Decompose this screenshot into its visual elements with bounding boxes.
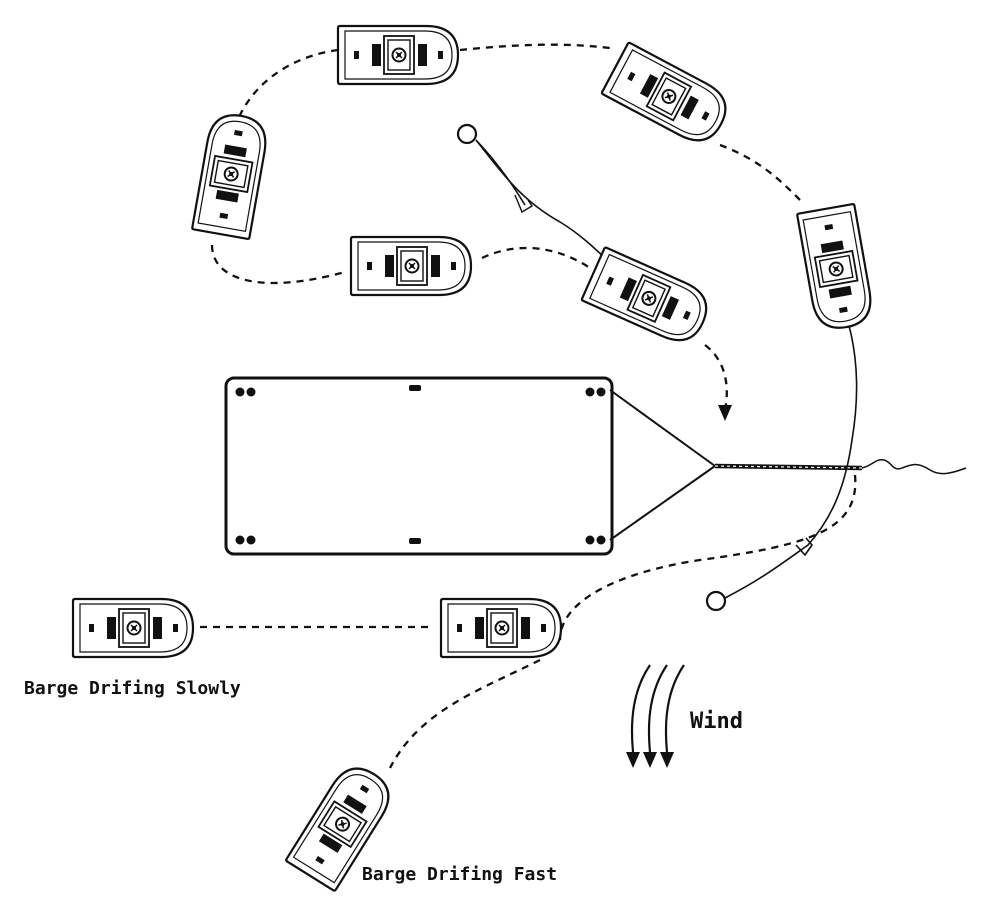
wind-arrows-icon: [630, 664, 685, 753]
boat-icon: [600, 41, 736, 151]
boat-icon: [439, 597, 563, 659]
anchor-ring-icon: [456, 123, 478, 145]
boat-icon: [349, 235, 473, 297]
upper-route-path: [210, 43, 801, 285]
barge-drifting-fast-label: Barge Drifing Fast: [362, 864, 558, 885]
anchor-ring-icon: [705, 590, 727, 612]
wind-label: Wind: [690, 709, 743, 734]
boat-icon: [71, 597, 195, 659]
anchor-line-lower: [724, 289, 858, 599]
tow-line: [714, 458, 967, 475]
boat-icon: [580, 246, 716, 350]
boat-icon: [190, 109, 272, 241]
barge-icon: [224, 376, 614, 556]
boat-icon: [795, 202, 877, 334]
lower-route-path: [200, 474, 857, 769]
bridle-lines: [609, 389, 716, 541]
turn-arrow-path: [704, 344, 728, 411]
barge-drifting-slowly-label: Barge Drifing Slowly: [24, 678, 241, 699]
wind-arrowheads: [626, 752, 674, 768]
direction-arrow-icon: [718, 405, 732, 421]
boat-icon: [336, 24, 460, 86]
